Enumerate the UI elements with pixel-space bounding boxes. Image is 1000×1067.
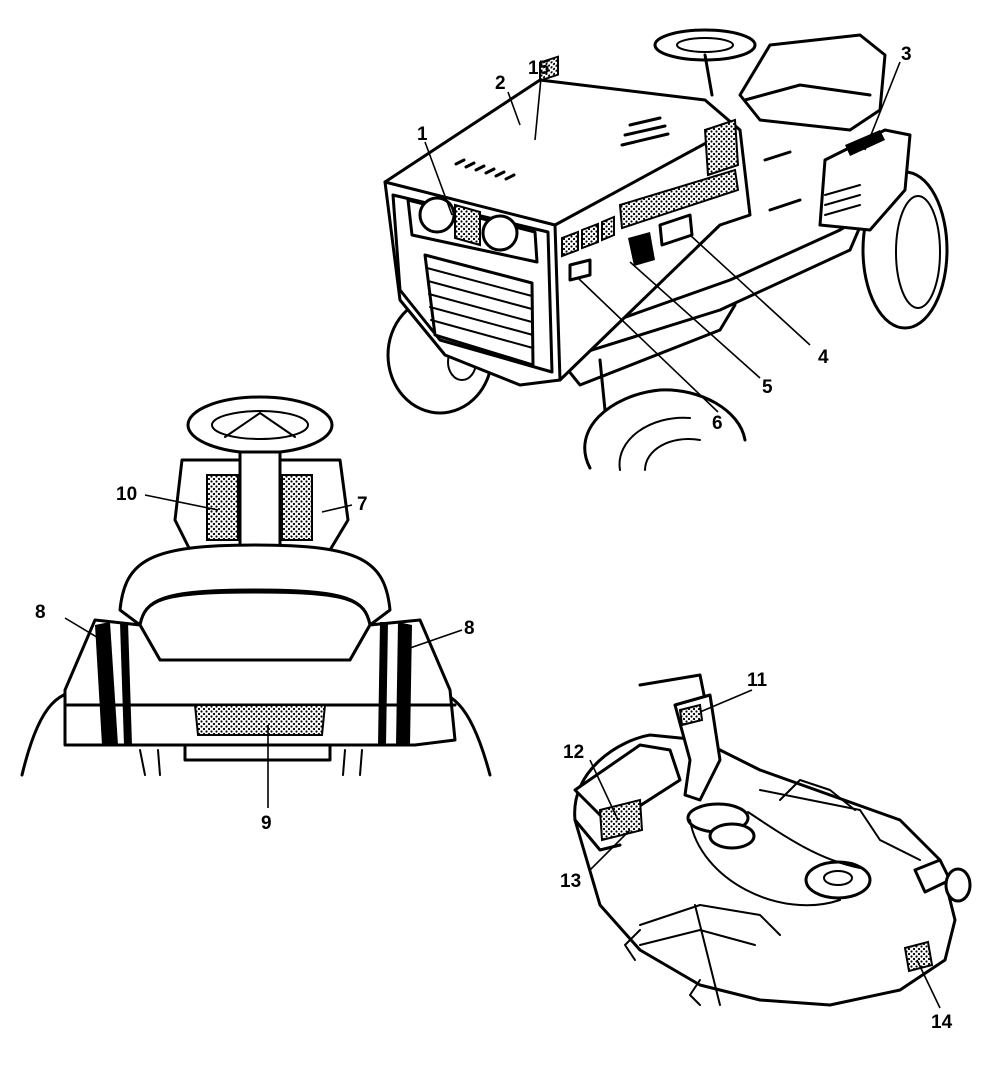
rear-deck-decal: [193, 704, 327, 736]
drive-belt: [689, 819, 841, 907]
callout-9: 9: [261, 813, 272, 834]
hood-vents: [454, 116, 670, 181]
rear-seat-back: [118, 543, 392, 627]
callout-12: 12: [563, 742, 584, 763]
deck-warning-decal: [598, 798, 644, 842]
rear-steering-wheel: [186, 395, 334, 455]
rear-fender-deck: [63, 618, 457, 747]
side-panel-decals: [539, 55, 740, 282]
mower-deck-illustration: [573, 673, 972, 1007]
rear-fender: [818, 128, 912, 232]
callout-4: 4: [818, 347, 829, 368]
headlight-left: [418, 196, 456, 234]
callout-15: 15: [528, 58, 550, 79]
leader-lines: [64, 61, 941, 1009]
callout-5: 5: [762, 377, 773, 398]
seat: [738, 33, 887, 132]
tractor-lever: [768, 198, 802, 212]
small-decal-4: [658, 213, 694, 247]
callout-7: 7: [357, 494, 368, 515]
fender-stripe-left: [95, 622, 118, 745]
handle-decal: [678, 703, 704, 727]
rear-view-illustration: [20, 395, 492, 777]
callout-3: 3: [901, 44, 912, 65]
dash-decal-right: [281, 474, 313, 541]
grille-decal: [454, 203, 481, 247]
small-decal-5: [628, 232, 655, 266]
side-stripe-decal: [618, 168, 740, 230]
front-wheel-right: [583, 388, 747, 470]
dash-decal: [703, 118, 740, 177]
callout-8-left: 8: [35, 602, 46, 623]
callout-10: 10: [116, 484, 137, 505]
callout-8-right: 8: [464, 618, 475, 639]
pulley-2: [708, 822, 756, 850]
tractor-illustration: [383, 28, 949, 471]
deck-gauge-wheel: [944, 867, 972, 903]
callout-2: 2: [495, 73, 506, 94]
dash-decal-left: [206, 474, 239, 541]
small-decal-6: [568, 258, 592, 282]
lift-handle: [638, 673, 707, 702]
callout-13: 13: [560, 871, 581, 892]
callout-6: 6: [712, 413, 723, 434]
fender-stripe-right: [396, 622, 412, 745]
callout-11: 11: [747, 670, 768, 691]
callout-14: 14: [931, 1012, 953, 1033]
callout-labels: 1 2 3 4 5 6 7 8 8 9 10 11 12 13 14 15: [35, 44, 953, 1033]
callout-1: 1: [417, 124, 428, 145]
fender-stripe-decal: [845, 130, 885, 156]
deck-corner-decal: [903, 940, 934, 973]
headlight-right: [481, 214, 519, 252]
